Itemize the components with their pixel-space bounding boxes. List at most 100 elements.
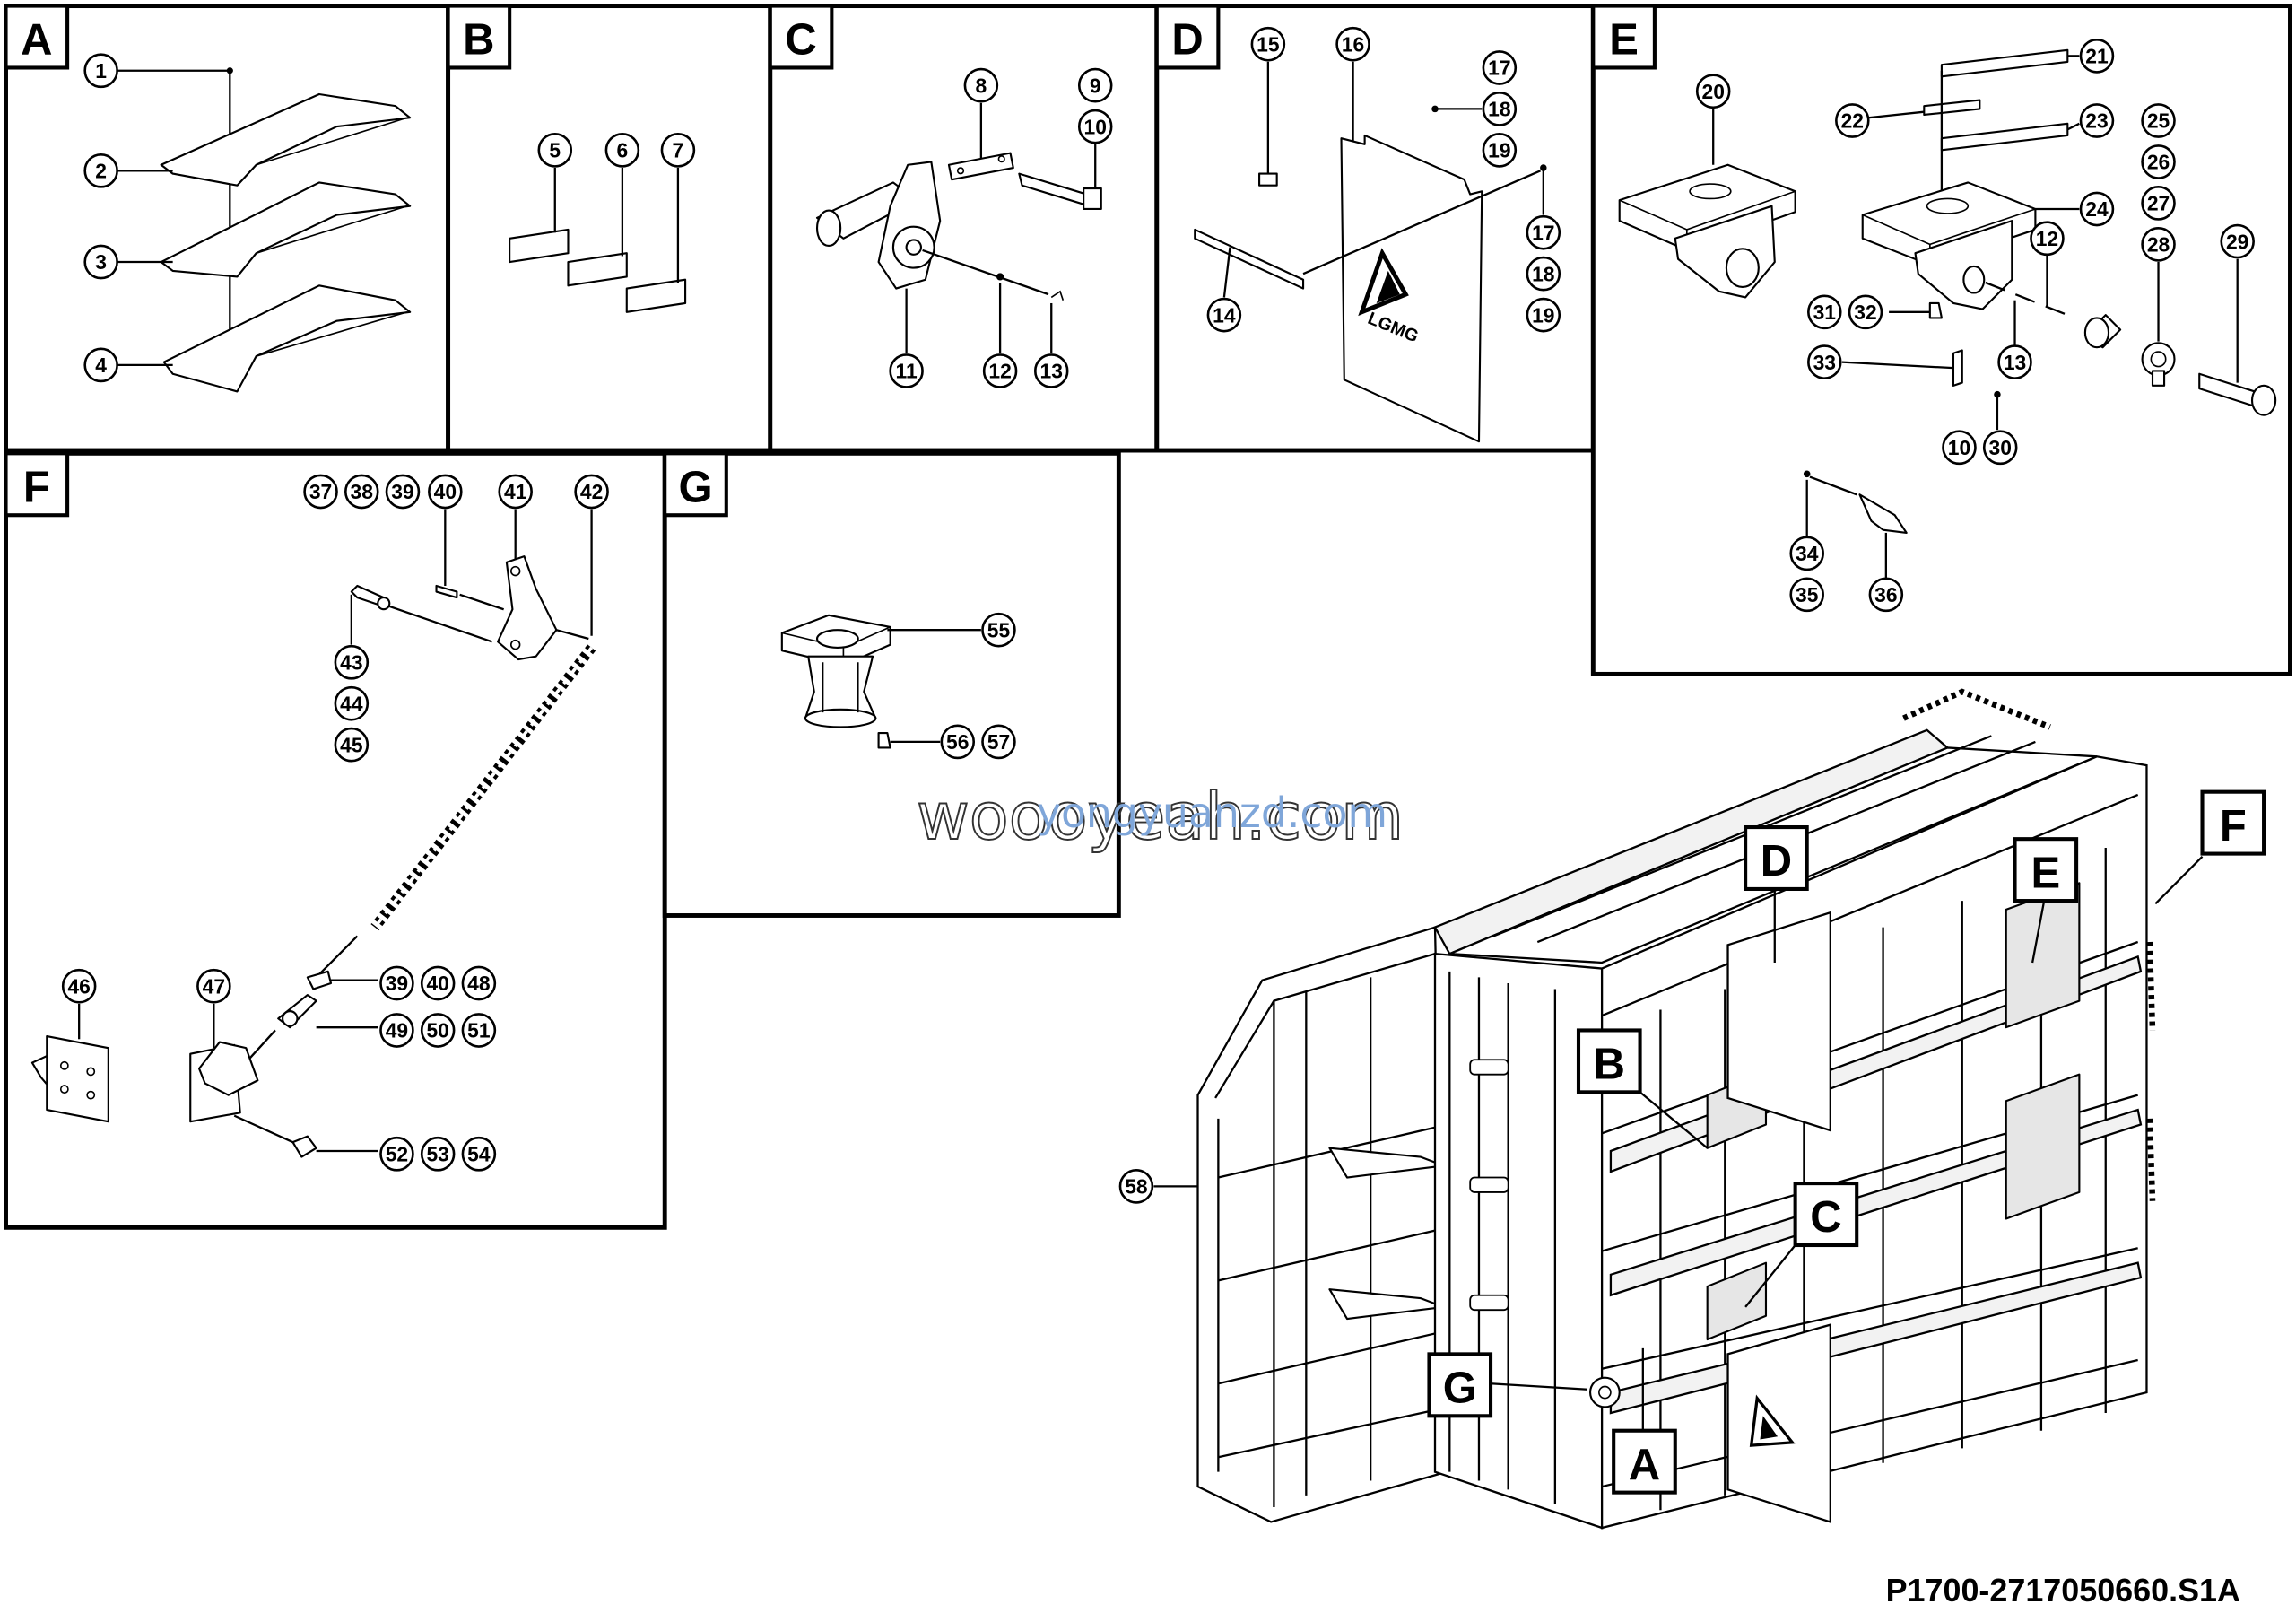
svg-text:22: 22 (1841, 109, 1864, 133)
callout-23: 23 (2079, 103, 2115, 138)
panel-f-label: F (23, 463, 50, 511)
svg-text:36: 36 (1874, 583, 1897, 606)
callout-34: 34 (1789, 536, 1824, 571)
callout-6: 6 (604, 132, 640, 168)
panel-a-label: A (21, 16, 52, 65)
svg-text:43: 43 (340, 650, 362, 674)
drawing-number: P1700-2717050660.S1A (1886, 1572, 2240, 1609)
callout-4: 4 (83, 347, 118, 383)
callout-55: 55 (981, 612, 1016, 648)
svg-text:39: 39 (391, 480, 413, 503)
panel-b-parts (509, 168, 687, 313)
svg-text:49: 49 (386, 1019, 408, 1042)
callout-30: 30 (1982, 430, 2018, 466)
panel-g: G (662, 450, 1121, 918)
watermark: woooyeah.com yongyuanzd.com (916, 778, 1405, 855)
callout-2: 2 (83, 153, 118, 188)
callout-47: 47 (196, 968, 231, 1004)
panel-g-parts (780, 614, 981, 749)
callout-57: 57 (981, 724, 1016, 760)
panel-f: F (4, 450, 667, 1230)
svg-text:54: 54 (467, 1142, 491, 1165)
callout-13e: 13 (1997, 344, 2032, 379)
callout-48: 48 (461, 965, 497, 1001)
callout-58: 58 (1118, 1169, 1154, 1204)
svg-text:18: 18 (1532, 262, 1555, 285)
svg-text:37: 37 (309, 480, 332, 503)
callout-21: 21 (2079, 38, 2115, 74)
callout-43: 43 (334, 644, 370, 680)
callout-31: 31 (1807, 294, 1842, 330)
callout-18a: 18 (1482, 92, 1518, 126)
svg-text:41: 41 (504, 480, 527, 503)
svg-text:9: 9 (1090, 74, 1101, 97)
svg-text:16: 16 (1342, 32, 1364, 56)
svg-text:19: 19 (1488, 138, 1510, 161)
svg-text:38: 38 (351, 480, 374, 503)
svg-text:50: 50 (426, 1019, 448, 1042)
callout-40: 40 (428, 474, 463, 510)
svg-text:48: 48 (467, 972, 491, 995)
svg-text:17: 17 (1532, 221, 1554, 244)
panel-g-label: G (678, 463, 712, 511)
callout-42: 42 (574, 474, 609, 510)
svg-text:E: E (2031, 849, 2060, 897)
callout-11: 11 (889, 353, 924, 388)
panel-f-parts (30, 509, 596, 1158)
svg-text:46: 46 (67, 974, 90, 998)
svg-text:32: 32 (1854, 301, 1876, 324)
svg-text:F: F (2220, 802, 2247, 850)
callout-7: 7 (660, 132, 696, 168)
svg-text:11: 11 (896, 360, 918, 383)
svg-text:17: 17 (1488, 57, 1510, 80)
svg-text:58: 58 (1125, 1175, 1148, 1199)
svg-text:52: 52 (386, 1142, 408, 1165)
callout-38: 38 (344, 474, 379, 510)
svg-text:53: 53 (426, 1142, 448, 1165)
svg-text:56: 56 (946, 730, 969, 754)
view-tag-c: C (1744, 1182, 1859, 1308)
callout-12e: 12 (2030, 221, 2065, 257)
svg-text:39: 39 (386, 972, 408, 995)
svg-text:44: 44 (340, 692, 363, 715)
callout-19a: 19 (1482, 132, 1518, 168)
panel-e-parts (1618, 48, 2277, 580)
callout-35: 35 (1789, 577, 1824, 613)
callout-45: 45 (334, 727, 370, 763)
callout-53: 53 (420, 1136, 456, 1172)
callout-49: 49 (379, 1013, 414, 1048)
panel-b: B (446, 4, 773, 453)
svg-text:40: 40 (434, 480, 457, 503)
svg-text:D: D (1761, 837, 1792, 885)
callout-17b: 17 (1526, 214, 1561, 250)
svg-text:7: 7 (673, 138, 684, 161)
svg-text:4: 4 (95, 353, 107, 377)
panel-d-label: D (1171, 16, 1203, 65)
svg-text:33: 33 (1813, 351, 1836, 374)
callout-14: 14 (1206, 297, 1242, 333)
svg-text:15: 15 (1257, 32, 1280, 56)
svg-text:2: 2 (95, 159, 107, 182)
svg-text:21: 21 (2085, 44, 2109, 67)
panel-b-label: B (463, 16, 494, 65)
view-tag-b: B (1576, 1028, 1709, 1149)
svg-text:8: 8 (976, 74, 987, 97)
callout-54: 54 (461, 1136, 497, 1172)
panel-a-parts (117, 67, 412, 393)
callout-27: 27 (2141, 186, 2176, 221)
callout-19b: 19 (1526, 297, 1561, 333)
plate-4 (162, 284, 412, 393)
lgmg-logo-a (1749, 1394, 1796, 1447)
svg-text:29: 29 (2226, 230, 2248, 253)
svg-text:30: 30 (1988, 436, 2011, 459)
callout-37: 37 (303, 474, 338, 510)
callout-1: 1 (83, 53, 118, 89)
callout-12: 12 (982, 353, 1018, 388)
svg-text:42: 42 (580, 480, 603, 503)
callout-29: 29 (2220, 223, 2255, 259)
callout-20: 20 (1695, 74, 1731, 109)
svg-text:10: 10 (1084, 115, 1107, 138)
plate-3 (160, 181, 412, 278)
view-tag-d: D (1744, 824, 1809, 963)
